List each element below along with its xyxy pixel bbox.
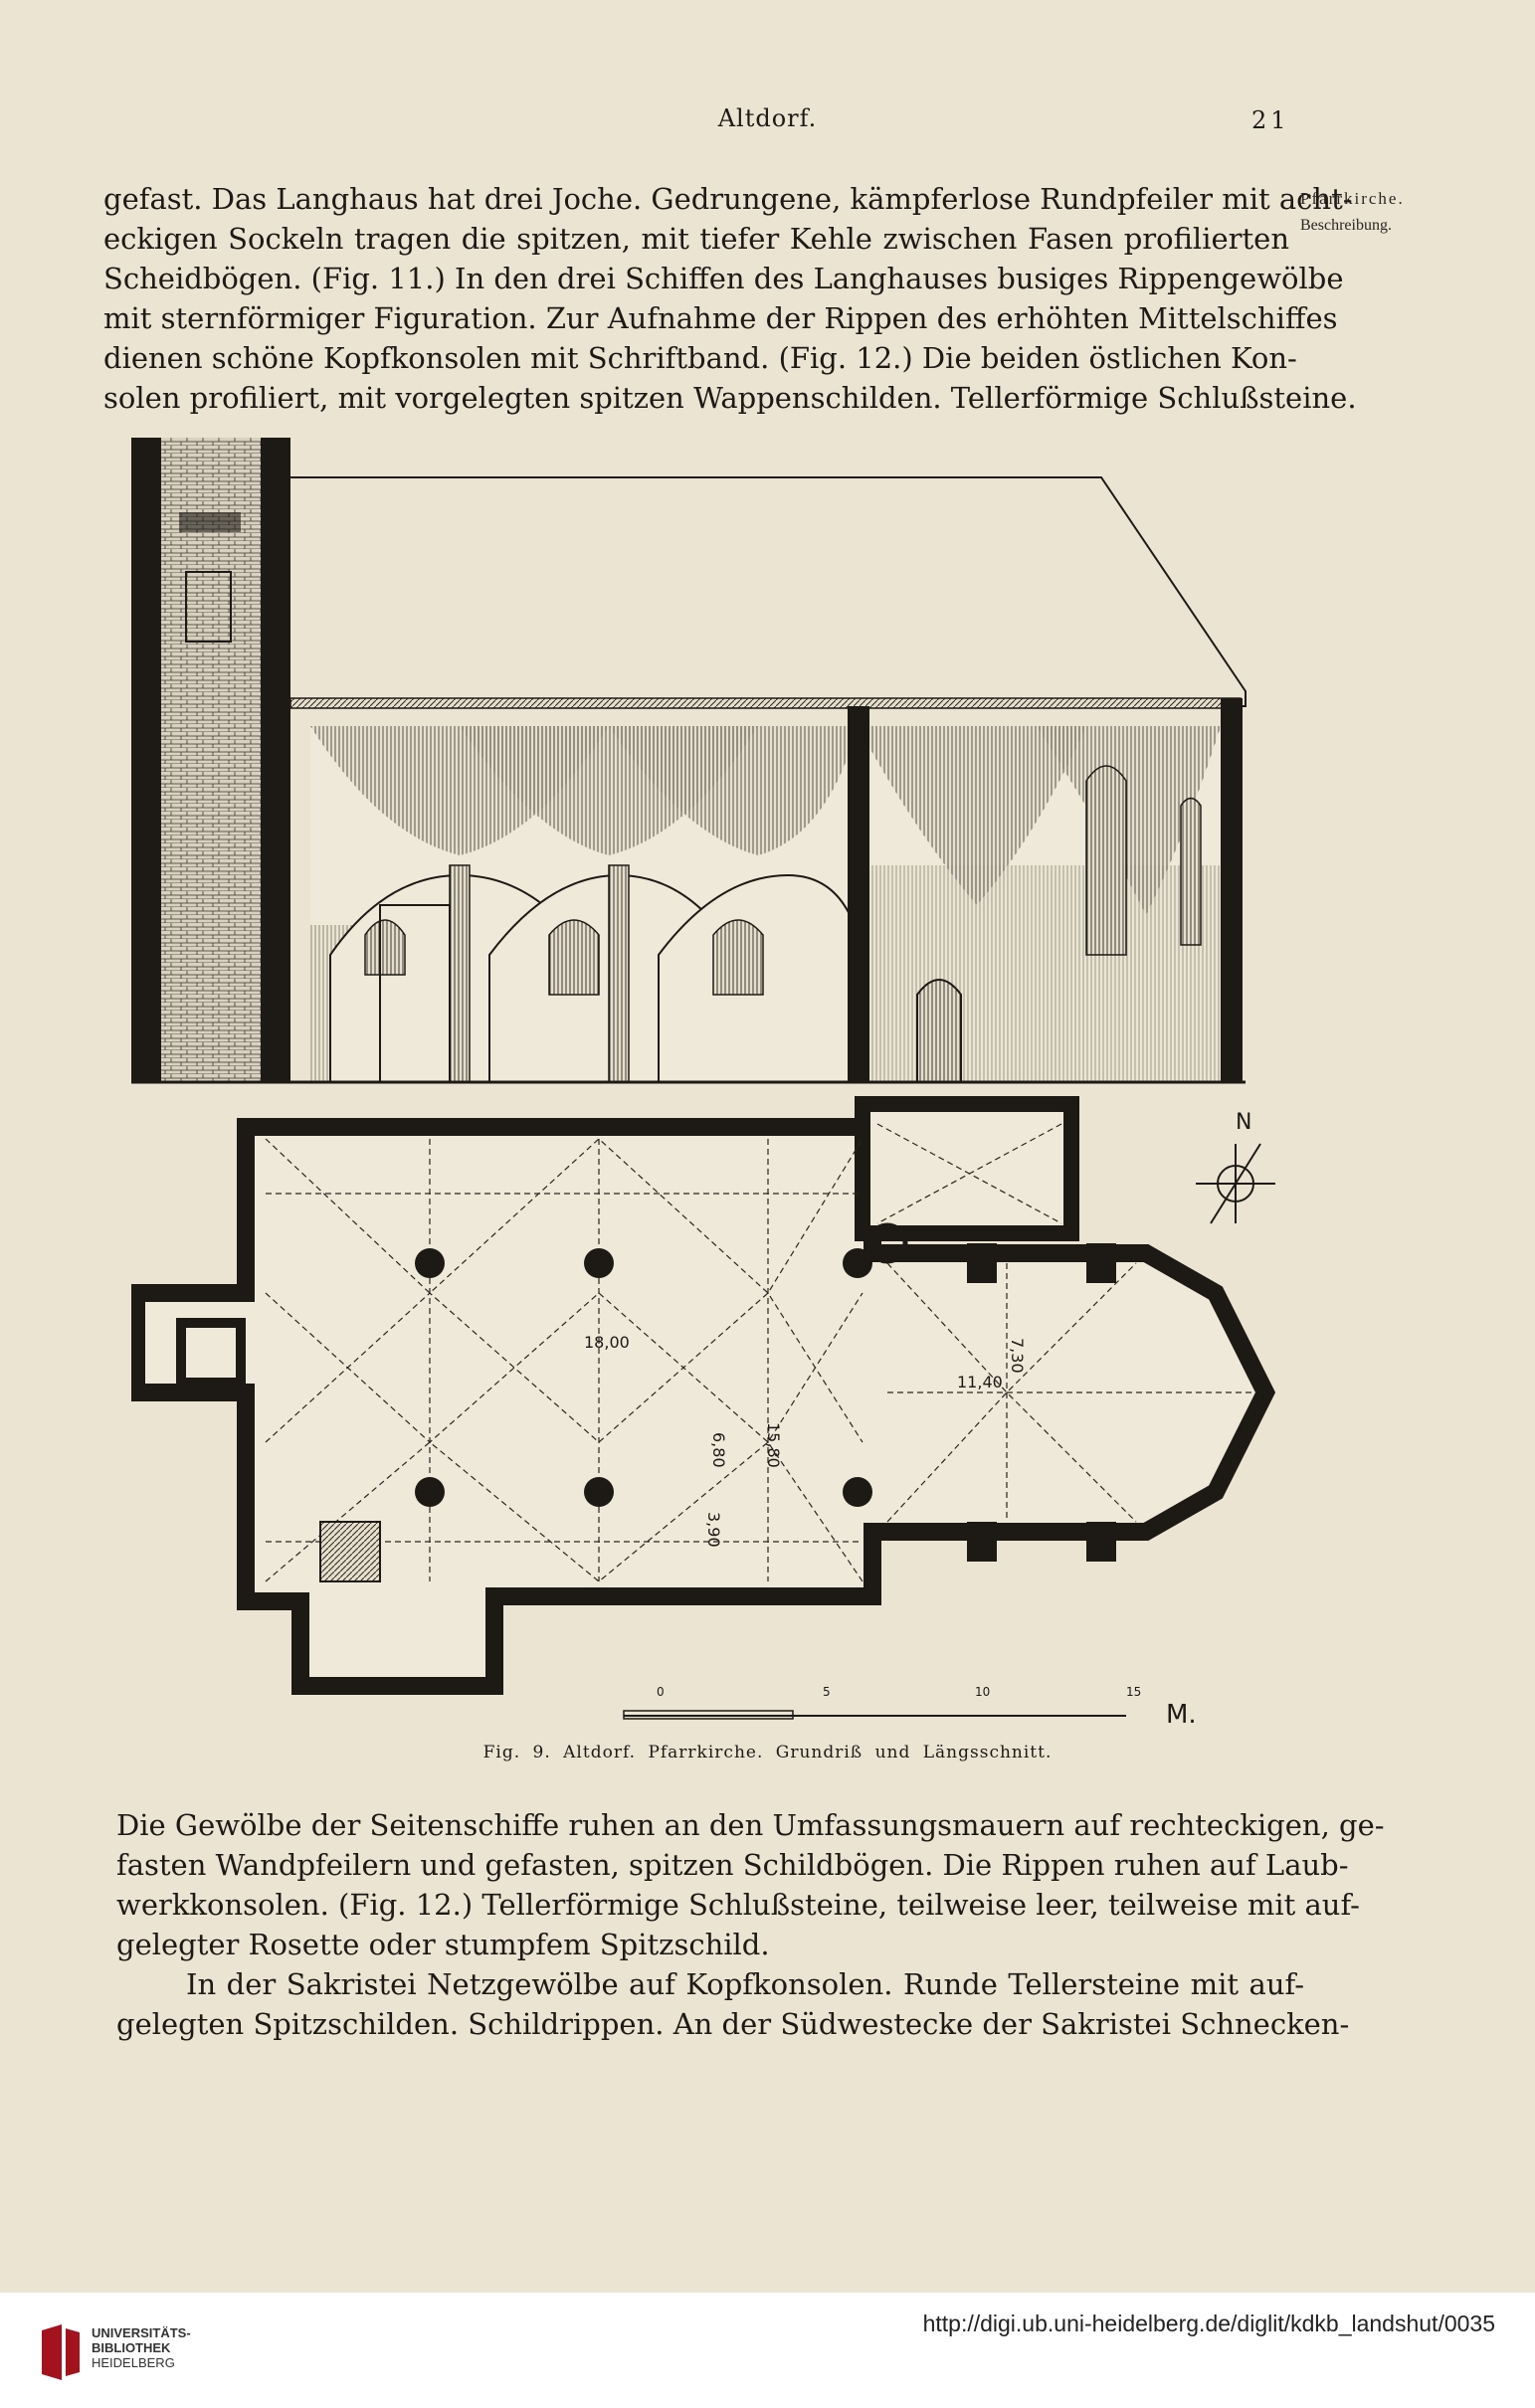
text-line: gefast. Das Langhaus hat drei Joche. Ged… (103, 182, 1353, 216)
marginal-note-description: Beschreibung. (1300, 217, 1392, 234)
text-line: eckigen Sockeln tragen die spitzen, mit … (103, 222, 1289, 256)
dimension-nave-width: 6,80 (709, 1432, 728, 1468)
running-header: Altdorf. (717, 104, 818, 132)
north-label: N (1236, 1110, 1251, 1135)
text-line: In der Sakristei Netzgewölbe auf Kopfkon… (186, 1967, 1304, 2001)
scale-tick: 5 (823, 1685, 831, 1699)
library-footer: UNIVERSITÄTS- BIBLIOTHEK HEIDELBERG http… (0, 2293, 1535, 2408)
longitudinal-section (131, 438, 1247, 1084)
text-line: solen profiliert, mit vorgelegten spitze… (103, 381, 1357, 415)
text-line: fasten Wandpfeilern und gefasten, spitze… (116, 1848, 1349, 1882)
paragraph-1: gefast. Das Langhaus hat drei Joche. Ged… (103, 179, 1357, 418)
source-url-link[interactable]: http://digi.ub.uni-heidelberg.de/diglit/… (922, 2311, 1495, 2336)
dimension-aisle-width: 3,90 (704, 1512, 723, 1548)
marginal-note-church: Pfarrkirche. (1300, 189, 1405, 208)
text-line: werkkonsolen. (Fig. 12.) Tellerförmige S… (116, 1888, 1360, 1922)
dimension-labels: 18,00 6,80 15,80 3,90 7,30 11,40 (584, 1333, 1027, 1548)
dimension-choir-bay: 7,30 (1008, 1338, 1027, 1374)
text-line: Scheidbögen. (Fig. 11.) In den drei Schi… (103, 262, 1344, 295)
university-library-logo-icon (42, 2324, 80, 2380)
scale-tick: 0 (657, 1685, 665, 1699)
library-name: UNIVERSITÄTS- BIBLIOTHEK HEIDELBERG (92, 2325, 191, 2370)
figure-caption: Fig. 9. Altdorf. Pfarrkirche. Grundriß u… (482, 1743, 1053, 1762)
library-name-line: BIBLIOTHEK (92, 2340, 171, 2355)
scale-bar: 0 5 10 15 M. (623, 1685, 1197, 1730)
text-line: mit sternförmiger Figuration. Zur Aufnah… (103, 301, 1338, 335)
floor-plan (131, 1096, 1276, 1695)
page-number: 21 (1251, 106, 1290, 134)
scale-tick: 10 (975, 1685, 990, 1699)
text-line: gelegten Spitzschilden. Schildrippen. An… (116, 2007, 1350, 2041)
library-name-line: HEIDELBERG (92, 2355, 175, 2370)
scale-tick: 15 (1126, 1685, 1141, 1699)
church-plan-figure: 18,00 6,80 15,80 3,90 7,30 11,40 N 0 5 1… (131, 438, 1276, 1730)
text-line: dienen schöne Kopfkonsolen mit Schriftba… (103, 341, 1297, 375)
book-page: Altdorf. 21 Pfarrkirche. Beschreibung. g… (103, 104, 1405, 2044)
text-line: Die Gewölbe der Seitenschiffe ruhen an d… (116, 1808, 1385, 1842)
scale-unit: M. (1166, 1700, 1197, 1730)
dimension-length: 18,00 (584, 1333, 630, 1352)
dimension-hall-width: 15,80 (764, 1422, 783, 1468)
paragraph-2: Die Gewölbe der Seitenschiffe ruhen an d… (116, 1805, 1385, 2044)
library-name-line: UNIVERSITÄTS- (92, 2325, 191, 2340)
text-line: gelegter Rosette oder stumpfem Spitzschi… (116, 1928, 770, 1961)
dimension-choir-length: 11,40 (957, 1373, 1003, 1391)
north-arrow-icon: N (1196, 1110, 1275, 1224)
